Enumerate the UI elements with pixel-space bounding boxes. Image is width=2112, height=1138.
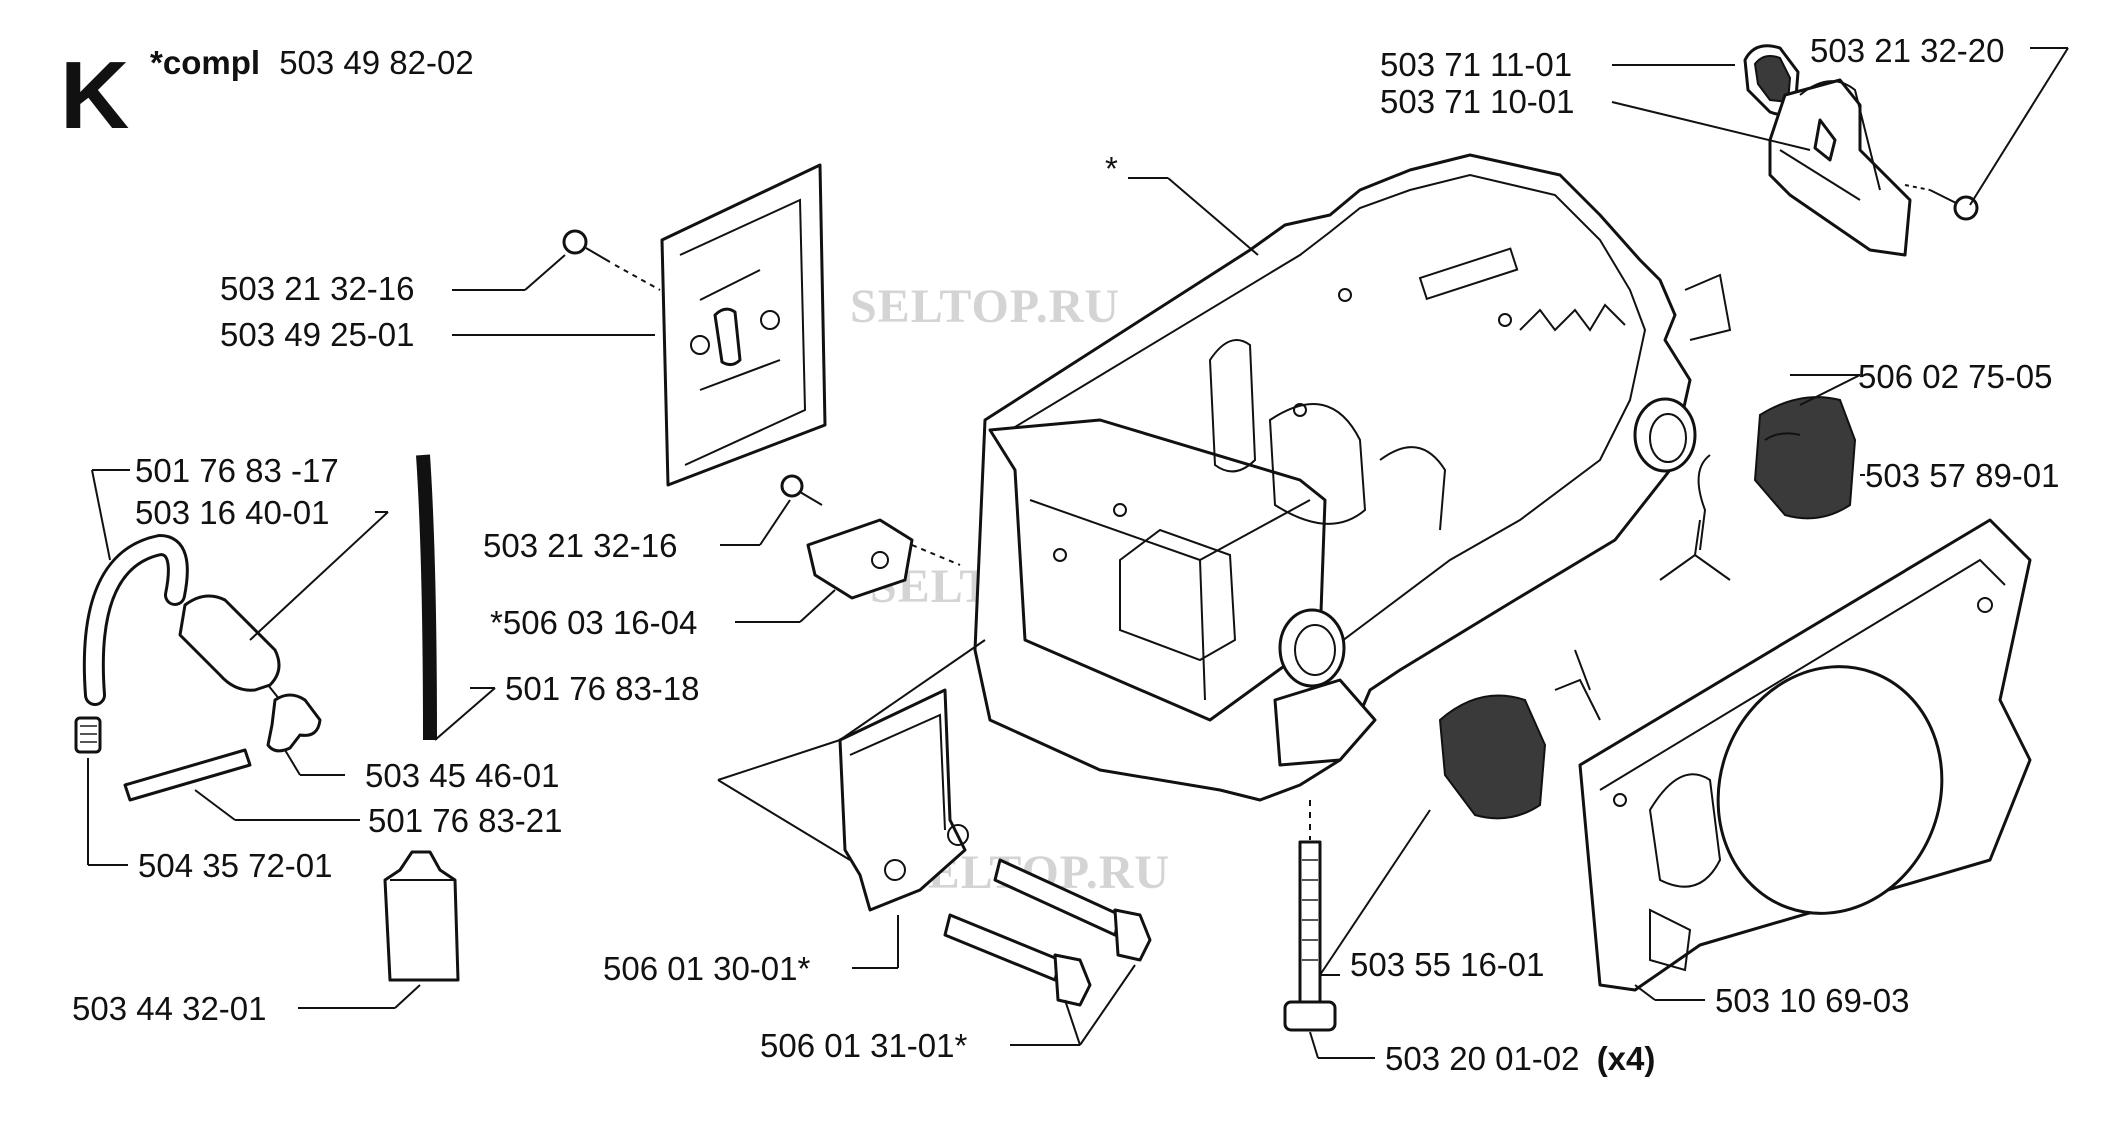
chain-catcher-drawing (780, 474, 961, 600)
guide-plate-drawing (562, 163, 827, 487)
guard-parts-drawing (1743, 44, 1979, 257)
compl-label: *compl (150, 44, 260, 81)
callout-503-21-32-16-a: 503 21 32-16 (220, 270, 415, 307)
callout-503-49-25-01: 503 49 25-01 (220, 316, 415, 353)
rear-plate-drawing (1578, 518, 2032, 992)
watermark-1: SELTOP.RU (850, 280, 1120, 333)
housing-drawing (973, 153, 1732, 840)
compl-part-number: 503 49 82-02 (279, 44, 474, 81)
quantity-x4: (x4) (1597, 1040, 1656, 1077)
callout-star: * (1105, 150, 1118, 187)
callout-504-35-72-01: 504 35 72-01 (138, 847, 333, 884)
callout-506-01-31-01: 506 01 31-01* (760, 1027, 968, 1064)
callout-501-76-83-21: 501 76 83-21 (368, 802, 563, 839)
callout-503-20-01-02: 503 20 01-02 (1385, 1040, 1580, 1077)
av-dampers-drawing (1438, 396, 1857, 820)
svg-text:503 20 01-02 (x4): 503 20 01-02 (x4) (1385, 1040, 1655, 1077)
callout-503-71-11-01: 503 71 11-01 (1380, 46, 1572, 83)
callout-503-71-10-01: 503 71 10-01 (1380, 83, 1575, 120)
bracket-drawing (838, 688, 1152, 1007)
callout-503-44-32-01: 503 44 32-01 (72, 990, 267, 1027)
callout-labels: 503 71 11-01 503 71 10-01 503 21 32-20 *… (72, 32, 2060, 1077)
callout-506-02-75-05: 506 02 75-05 (1858, 358, 2053, 395)
callout-506-03-16-04: *506 03 16-04 (490, 604, 697, 641)
callout-503-57-89-01: 503 57 89-01 (1865, 457, 2060, 494)
callout-503-10-69-03: 503 10 69-03 (1715, 982, 1910, 1019)
long-bolt-drawing (1283, 840, 1337, 1032)
callout-501-76-83-18: 501 76 83-18 (505, 670, 700, 707)
callout-503-21-32-20: 503 21 32-20 (1810, 32, 2005, 69)
callout-503-45-46-01: 503 45 46-01 (365, 757, 560, 794)
fuel-line-drawing (74, 454, 460, 982)
section-letter: K (60, 42, 129, 149)
callout-501-76-83-17: 501 76 83 -17 (135, 452, 339, 489)
callout-503-16-40-01: 503 16 40-01 (135, 494, 330, 531)
callout-503-21-32-16-b: 503 21 32-16 (483, 527, 678, 564)
svg-text:*compl 503 49 82-02: *compl 503 49 82-02 (150, 44, 474, 81)
callout-506-01-30-01: 506 01 30-01* (603, 950, 811, 987)
leader-lines (87, 47, 2069, 1059)
callout-503-55-16-01: 503 55 16-01 (1350, 946, 1545, 983)
